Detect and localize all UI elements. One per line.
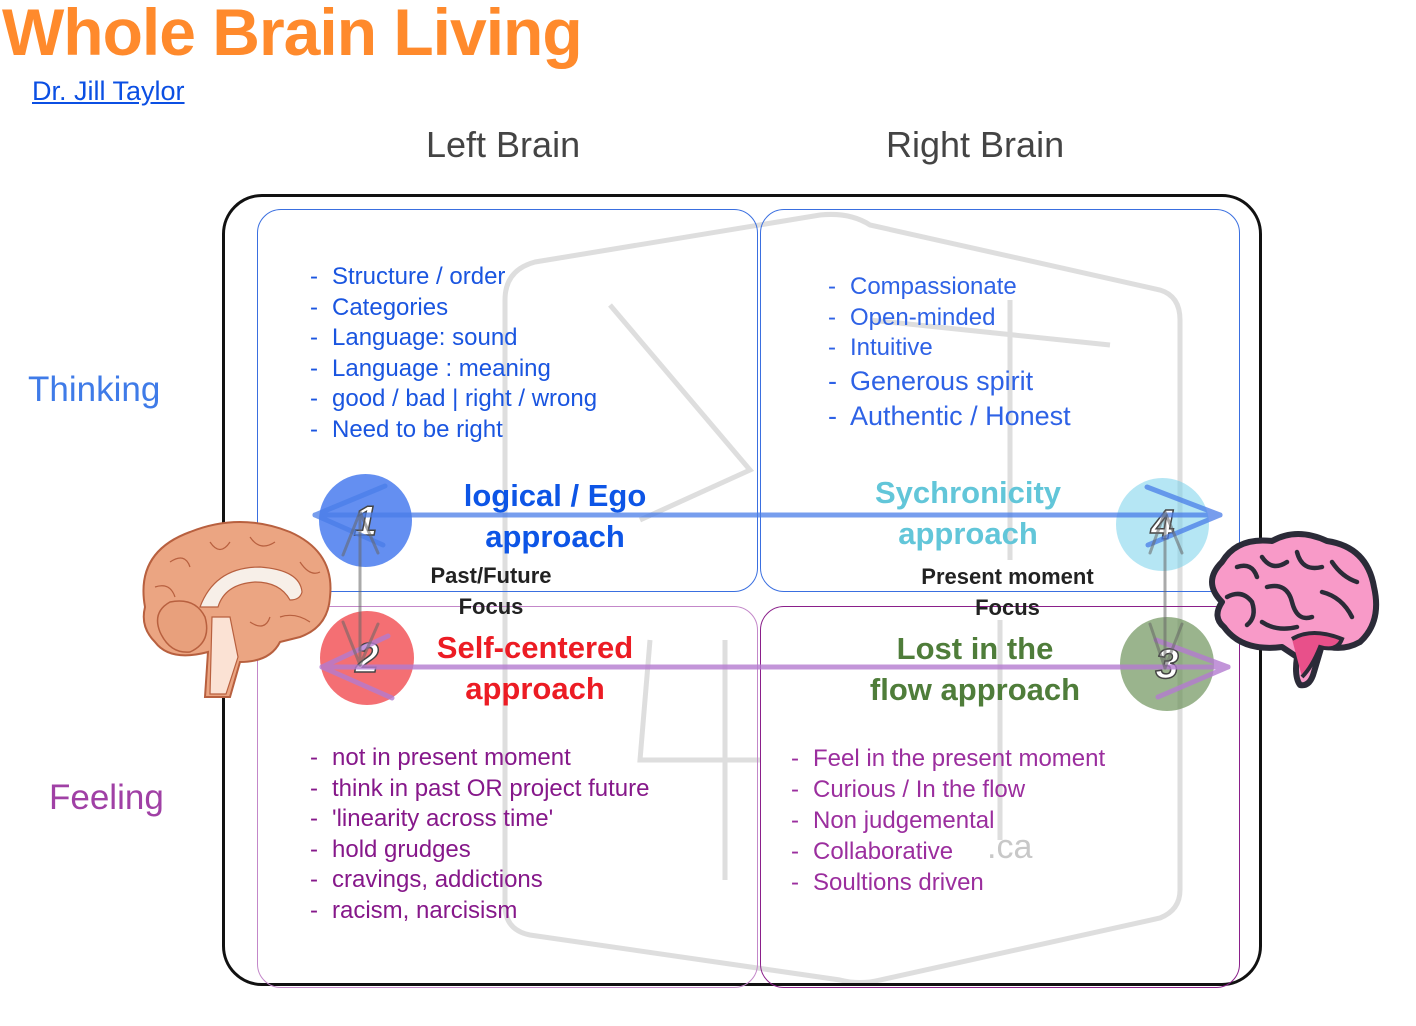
trait-item: think in past OR project future — [310, 774, 649, 805]
approach-label-lost-in-flow: Lost in the flow approach — [845, 628, 1105, 710]
column-header-left-brain: Left Brain — [426, 124, 581, 165]
approach-line: Sychronicity — [874, 475, 1062, 510]
approach-line: Self-centered — [436, 630, 634, 665]
approach-label-self-centered: Self-centered approach — [410, 627, 660, 709]
approach-line: approach — [465, 671, 605, 706]
trait-item: Structure / order — [310, 262, 597, 293]
page-title: Whole Brain Living — [2, 0, 583, 69]
focus-line: Focus — [975, 595, 1040, 620]
approach-line: Lost in the — [896, 631, 1054, 666]
trait-item: cravings, addictions — [310, 865, 649, 896]
author-link[interactable]: Dr. Jill Taylor — [32, 76, 185, 106]
traits-list-q4: Compassionate Open-minded Intuitive Gene… — [828, 272, 1071, 434]
trait-item: Curious / In the flow — [791, 774, 1105, 805]
trait-item: Non judgemental — [791, 805, 1105, 836]
trait-item: Need to be right — [310, 415, 597, 446]
trait-item: Collaborative — [791, 836, 1105, 867]
approach-line: logical / Ego — [463, 478, 647, 513]
row-header-thinking: Thinking — [28, 370, 161, 409]
focus-label-present-moment: Present moment Focus — [900, 561, 1115, 623]
trait-item: Language : meaning — [310, 354, 597, 385]
column-header-right-brain: Right Brain — [886, 124, 1065, 165]
approach-label-logical-ego: logical / Ego approach — [430, 475, 680, 557]
focus-label-past-future: Past/Future Focus — [396, 560, 586, 622]
focus-line: Focus — [458, 594, 524, 619]
quadrant-number-3: 3 — [1120, 617, 1214, 711]
traits-list-q1: Structure / order Categories Language: s… — [310, 262, 597, 445]
row-header-feeling: Feeling — [49, 778, 164, 817]
approach-line: flow approach — [869, 672, 1081, 707]
trait-item: Categories — [310, 293, 597, 324]
quadrant-number-4: 4 — [1116, 478, 1209, 571]
trait-item: not in present moment — [310, 743, 649, 774]
focus-line: Past/Future — [430, 563, 552, 588]
trait-item: 'linearity across time' — [310, 804, 649, 835]
trait-item: Open-minded — [828, 303, 1071, 334]
focus-line: Present moment — [921, 564, 1094, 589]
trait-item: racism, narcisism — [310, 896, 649, 927]
traits-list-q2: not in present moment think in past OR p… — [310, 743, 649, 927]
quadrant-left-feeling — [257, 606, 758, 988]
trait-item: Generous spirit — [828, 364, 1071, 399]
trait-item: Feel in the present moment — [791, 743, 1105, 774]
trait-item: good / bad | right / wrong — [310, 384, 597, 415]
traits-list-q3: Feel in the present moment Curious / In … — [791, 743, 1105, 898]
brain-side-icon — [1209, 531, 1380, 689]
trait-item: Intuitive — [828, 333, 1071, 364]
trait-item: Language: sound — [310, 323, 597, 354]
brain-sagittal-icon — [142, 521, 332, 698]
quadrant-right-thinking — [760, 209, 1240, 592]
quadrant-left-thinking — [257, 209, 758, 592]
trait-item: Soultions driven — [791, 867, 1105, 898]
quadrant-right-feeling — [760, 606, 1240, 988]
trait-item: Compassionate — [828, 272, 1071, 303]
approach-label-synchronicity: Sychronicity approach — [848, 472, 1088, 554]
trait-item: hold grudges — [310, 835, 649, 866]
approach-line: approach — [485, 519, 625, 554]
approach-line: approach — [898, 516, 1038, 551]
trait-item: Authentic / Honest — [828, 399, 1071, 434]
